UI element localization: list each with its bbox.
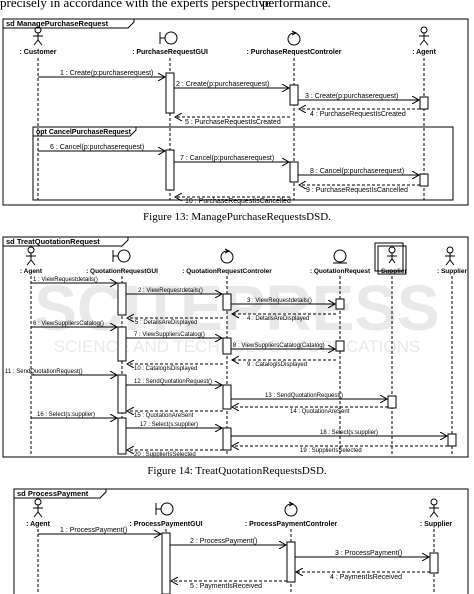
d3-msg-5: 5 : PaymentIsReceived [190, 583, 262, 590]
d2-lifeline-supplier: : Supplier [437, 268, 467, 275]
d1-activations [165, 72, 429, 191]
d3-arrows [38, 534, 430, 581]
d2-msg-10: 10 : CatalogIsDisplayed [134, 366, 197, 372]
d2-msg-15: 15 : QuotationAreSent [134, 413, 194, 419]
d1-lifeline-controler: : PurchaseRequestControler [247, 49, 342, 56]
d1-opt-label: opt CancelPurchaseRequest [36, 129, 132, 136]
d3-boundary-icon [155, 502, 174, 516]
d3-frame [13, 488, 469, 594]
d3-control-icon [284, 501, 298, 517]
d3-lifeline-gui: : ProcessPaymentGUI [129, 521, 202, 528]
d2-lifeline-controler: : QuotationRequestControler [182, 268, 272, 275]
d1-msg-3: 3 : Create(p:purchaserequest) [305, 93, 398, 100]
top-text-right: performance. [262, 0, 331, 10]
figure-13-caption: Figure 13: ManagePurchaseRequestsDSD. [143, 211, 331, 223]
d1-msg-1: 1 : Create(p:purchaserequest) [60, 70, 153, 77]
d2-msg-17: 17 : Select(s:supplier) [140, 422, 198, 428]
d2-msg-2: 2 : ViewRequestdetails() [138, 288, 203, 294]
d3-msg-2: 2 : ProcessPayment() [190, 538, 257, 545]
d3-lifeline-agent: : Agent [26, 521, 51, 528]
d1-boundary-icon [159, 31, 178, 45]
d2-frame [2, 236, 469, 458]
d3-lifeline-supplier: : Supplier [420, 521, 453, 528]
d1-msg-10: 10 : PurchaseRequestIsCancelled [185, 198, 291, 205]
d2-lifeline-agent: : Agent [20, 268, 43, 275]
d2-agent-actor-icon [26, 246, 36, 266]
d2-control-icon [220, 248, 234, 264]
d2-entity-icon [333, 249, 347, 264]
top-text-line: precisely in accordance with the experts… [0, 0, 331, 11]
d2-msg-4: 4 : DetailsAreDisplayed [247, 316, 309, 322]
d1-opt-tab [33, 127, 137, 137]
d3-activations [161, 532, 439, 594]
d3-msg-4: 4 : PaymentIsReceived [330, 574, 402, 581]
diagram-process-payment: sd ProcessPayment : Agent : ProcessP [13, 488, 469, 594]
d2-boundary-icon [112, 249, 131, 263]
d2-supplier-box-icon [374, 242, 407, 275]
d2-msg-9: 9 : CatalogIsDisplayed [247, 362, 307, 368]
d3-frame-tab [13, 489, 107, 499]
d2-frame-tab [2, 237, 129, 247]
d2-msg-20: 20 : SupplierIsSelected [134, 452, 196, 458]
d1-msg-6: 6 : Cancel(p:purchaserequest) [50, 144, 144, 151]
d1-frame-label: sd ManagePurchaseRequest [6, 19, 109, 28]
d2-msg-16: 16 : Select(s:supplier) [37, 412, 95, 418]
top-text-left: precisely in accordance with the experts… [0, 0, 271, 10]
d2-msg-11: 11 : SendQuotationRequest() [5, 369, 83, 375]
d2-arrows [31, 283, 448, 450]
d1-opt-fragment [32, 126, 454, 201]
d1-customer-actor-icon [33, 26, 43, 46]
diagram-treat-quotation-request: sd TreatQuotationRequest [2, 236, 469, 458]
d3-frame-label: sd ProcessPayment [17, 489, 89, 498]
d1-msg-8: 8 : Cancel(p:purchaserequest) [310, 168, 404, 175]
d2-activations [117, 282, 457, 455]
d2-lifeline-supplier-box: : Supplier [377, 268, 407, 275]
d2-msg-14: 14 : QuotationAreSent [290, 409, 350, 415]
d1-lifeline-gui: : PurchaseRequestGUI [132, 49, 208, 56]
d3-lifeline-controler: : ProcessPaymentControler [245, 521, 337, 528]
d1-msg-5: 5 : PurchaseRequestIsCreated [185, 119, 281, 126]
d1-frame [2, 18, 469, 206]
d3-agent-actor-icon [33, 498, 43, 518]
d1-msg-9: 9 : PurchaseRequestIsCancelled [306, 187, 408, 194]
d2-msg-19: 19 : SupplierIsSelected [300, 448, 362, 454]
d2-frame-label: sd TreatQuotationRequest [6, 237, 100, 246]
d2-msg-5: 5 : DetailsAreDisplayed [135, 320, 197, 326]
d2-msg-13: 13 : SendQuotationRequest() [265, 393, 343, 399]
d1-frame-tab [2, 19, 135, 29]
d2-msg-7: 7 : ViewSuppliersCatalog() [134, 332, 205, 338]
d1-lifeline-customer: : Customer [20, 49, 57, 56]
d3-supplier-actor-icon [429, 498, 439, 518]
d1-msg-2: 2 : Create(p:purchaserequest) [176, 81, 269, 88]
d2-msg-12: 12 : SendQuotationRequest() [134, 379, 212, 385]
d1-control-icon [287, 30, 301, 46]
d3-msg-1: 1 : ProcessPayment() [60, 527, 127, 534]
figure-14-caption: Figure 14: TreatQuotationRequestsDSD. [147, 465, 327, 477]
d1-msg-4: 4 : PurchaseRequestIsCreated [310, 111, 406, 118]
d1-lifeline-agent: : Agent [412, 49, 437, 56]
d2-supplier-actor-icon [445, 246, 455, 266]
d2-lifeline-quotationrequest: : QuotationRequest [310, 268, 371, 275]
d2-lifeline-gui: : QuotationRequestGUI [86, 268, 158, 275]
d1-arrows [38, 77, 420, 197]
d3-msg-3: 3 : ProcessPayment() [335, 550, 402, 557]
d1-agent-actor-icon [419, 26, 429, 46]
d1-msg-7: 7 : Cancel(p:purchaserequest) [180, 155, 274, 162]
d2-msg-8: 8 : ViewSuppliersCatalog(Catalog) [233, 343, 325, 349]
d1-lifelines [37, 58, 425, 200]
d2-msg-18: 18 : Select(s:supplier) [320, 430, 378, 436]
watermark-main: SCITEPRESS [34, 272, 439, 344]
d2-msg-3: 3 : ViewRequestdetails() [247, 298, 312, 304]
diagram-manage-purchase-request: sd ManagePurchaseRequest : Customer : Pu… [2, 18, 469, 206]
d2-msg-1: 1 : ViewRequestdetails() [33, 277, 98, 283]
d2-msg-6: 6 : ViewSuppliersCatalog() [33, 321, 104, 327]
